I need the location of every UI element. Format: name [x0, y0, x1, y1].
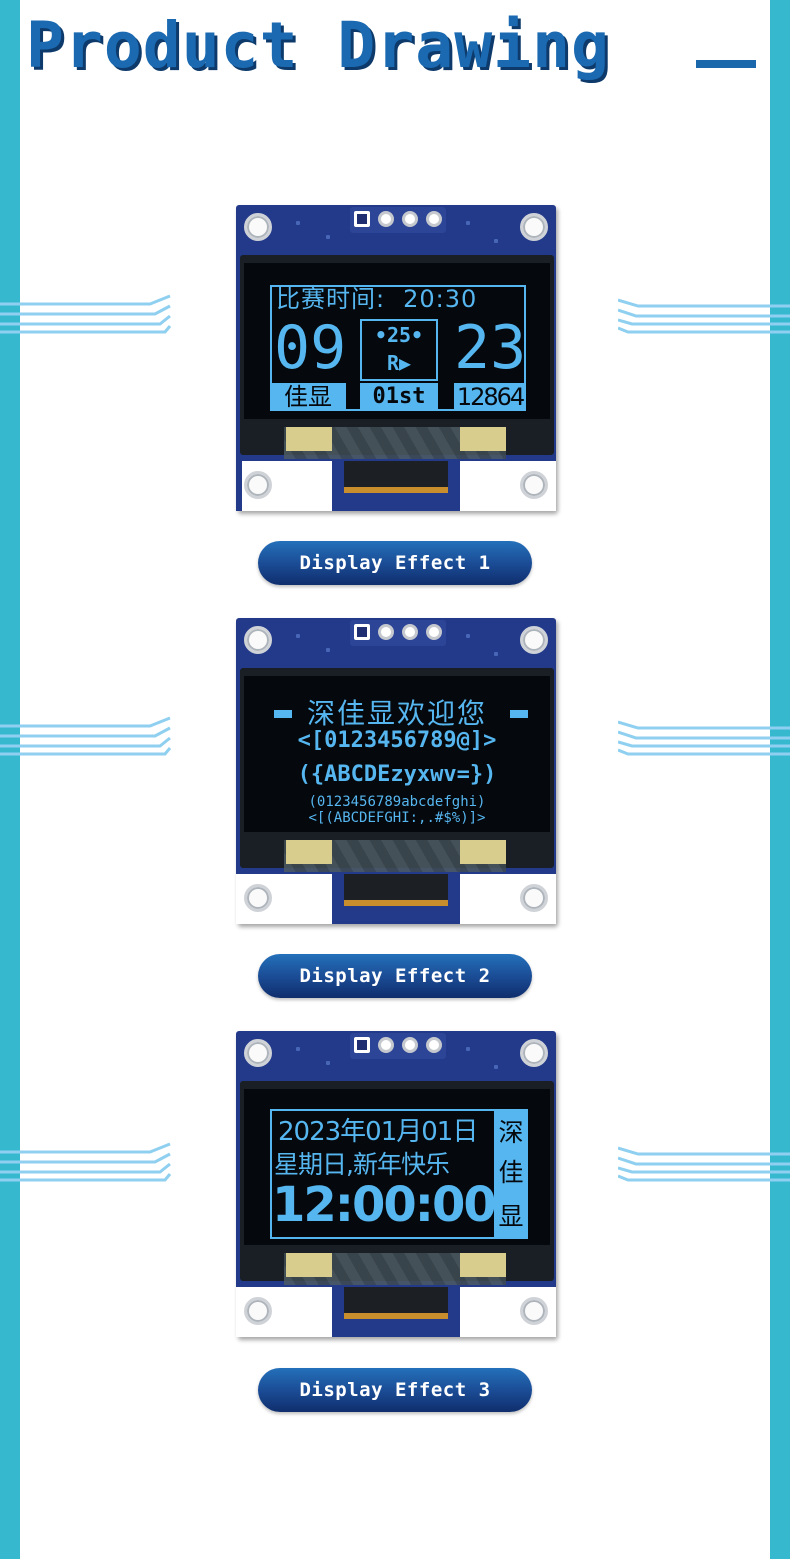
title-bar-left	[274, 710, 292, 718]
side-char: 显	[498, 1202, 524, 1231]
mount-hole	[244, 626, 272, 654]
caption-display-effect-2: Display Effect 2	[258, 954, 532, 998]
header-pin	[402, 624, 418, 640]
oled-screen-2: 深佳显欢迎您 <[0123456789@]> ({ABCDEzyxwv=}) (…	[244, 676, 550, 832]
welcome-title: 深佳显欢迎您	[306, 697, 487, 730]
score-right: 23	[454, 313, 527, 383]
resolution-label: 12864	[454, 383, 526, 411]
left-line-decoration-1	[0, 294, 172, 334]
header-pin	[378, 211, 394, 227]
mount-hole	[520, 213, 548, 241]
fpc-pad	[286, 840, 332, 864]
oled-screen-1: 比赛时间:20:30 09 •25• R▶ 23 佳显 01st 12864	[244, 263, 550, 419]
round-indicator: R▶	[386, 351, 412, 375]
header-pin	[402, 211, 418, 227]
left-line-decoration-3	[0, 1142, 172, 1182]
oled-module-3: 深 佳 显 2023年01月01日 星期日,新年快乐 12:00:00	[236, 1031, 556, 1337]
caption-display-effect-3: Display Effect 3	[258, 1368, 532, 1412]
clock-text: 12:00:00	[272, 1177, 497, 1233]
fpc-pad	[460, 1253, 506, 1277]
header-pin	[378, 624, 394, 640]
letters-line: ({ABCDEzyxwv=})	[297, 762, 497, 787]
side-char: 深	[498, 1118, 524, 1147]
oled-module-1: 比赛时间:20:30 09 •25• R▶ 23 佳显 01st 12864	[236, 205, 556, 511]
mount-hole	[520, 471, 548, 499]
oled-module-2: 深佳显欢迎您 <[0123456789@]> ({ABCDEzyxwv=}) (…	[236, 618, 556, 924]
right-line-decoration-3	[618, 1146, 790, 1182]
oled-screen-3: 深 佳 显 2023年01月01日 星期日,新年快乐 12:00:00	[244, 1089, 550, 1245]
title-dash-decoration	[696, 60, 756, 68]
weekday-text: 星期日,新年快乐	[274, 1150, 450, 1179]
left-sidebar-band	[0, 0, 20, 1559]
score-left: 09	[274, 313, 347, 383]
date-text: 2023年01月01日	[278, 1117, 478, 1147]
round-number: •25•	[374, 323, 424, 347]
header-pin	[354, 1037, 370, 1053]
right-sidebar-band	[770, 0, 790, 1559]
mount-hole	[244, 884, 272, 912]
fpc-pad	[460, 427, 506, 451]
small-letters-line: <[(ABCDEFGHI:,.#$%)]>	[308, 810, 486, 826]
round-box: •25• R▶	[360, 319, 438, 381]
flex-connector	[344, 874, 448, 906]
place-label: 01st	[360, 383, 438, 411]
small-digits-line: (0123456789abcdefghi)	[308, 794, 486, 810]
match-time-heading: 比赛时间:20:30	[276, 285, 478, 313]
mount-hole	[244, 1039, 272, 1067]
fpc-pad	[460, 840, 506, 864]
fpc-pad	[286, 427, 332, 451]
header-pin	[426, 211, 442, 227]
mount-hole	[520, 1039, 548, 1067]
mount-hole	[244, 213, 272, 241]
header-pin	[426, 624, 442, 640]
fpc-pad	[286, 1253, 332, 1277]
header-pin	[378, 1037, 394, 1053]
mount-hole	[244, 1297, 272, 1325]
mount-hole	[520, 626, 548, 654]
title-bar-right	[510, 710, 528, 718]
mount-hole	[520, 1297, 548, 1325]
caption-display-effect-1: Display Effect 1	[258, 541, 532, 585]
brand-side-panel: 深 佳 显	[494, 1109, 528, 1239]
right-line-decoration-2	[618, 720, 790, 756]
page-title: Product Drawing	[26, 9, 610, 82]
header-pin	[354, 211, 370, 227]
right-line-decoration-1	[618, 298, 790, 334]
mount-hole	[520, 884, 548, 912]
header-pin	[426, 1037, 442, 1053]
header-pin	[354, 624, 370, 640]
side-char: 佳	[498, 1158, 524, 1187]
digits-line: <[0123456789@]>	[297, 728, 497, 753]
brand-label: 佳显	[270, 383, 346, 411]
left-line-decoration-2	[0, 716, 172, 756]
flex-connector	[344, 1287, 448, 1319]
header-pin	[402, 1037, 418, 1053]
mount-hole	[244, 471, 272, 499]
flex-connector	[344, 461, 448, 493]
